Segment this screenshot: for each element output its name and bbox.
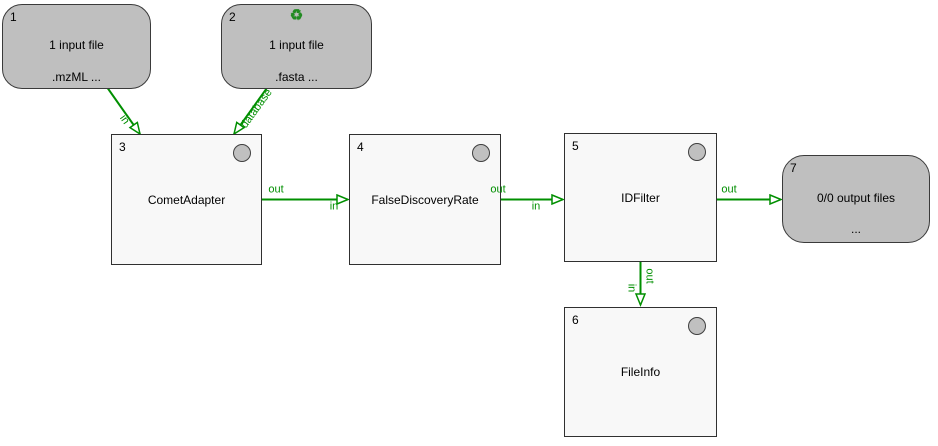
node-title: CometAdapter: [147, 192, 226, 207]
edge-label-in: in: [625, 283, 638, 293]
node-file-types: .mzML ...: [52, 70, 101, 84]
node-number: 4: [357, 140, 364, 154]
node-number: 3: [119, 140, 126, 154]
node-7-output-files[interactable]: 7 0/0 output files ...: [782, 155, 930, 243]
node-5-idfilter[interactable]: 5 IDFilter: [564, 133, 717, 262]
node-2-input-fasta[interactable]: 2 ♻ 1 input file .fasta ...: [221, 4, 372, 89]
status-circle-icon: [233, 144, 251, 162]
edge-label-out: out: [721, 183, 737, 196]
node-title: FalseDiscoveryRate: [371, 192, 479, 207]
node-number: 5: [572, 139, 579, 153]
node-file-types: ...: [850, 222, 861, 236]
node-number: 6: [572, 313, 579, 327]
node-title: FileInfo: [620, 365, 661, 379]
node-file-count: 1 input file: [49, 38, 104, 52]
status-circle-icon: [688, 143, 706, 161]
node-number: 1: [10, 10, 17, 24]
edge-label-out: out: [490, 183, 506, 196]
node-title: IDFilter: [621, 190, 660, 205]
node-6-fileinfo[interactable]: 6 FileInfo: [564, 307, 717, 437]
node-file-count: 1 input file: [269, 38, 324, 52]
status-circle-icon: [688, 317, 706, 335]
recycle-icon: ♻: [289, 7, 304, 24]
node-3-cometadapter[interactable]: 3 CometAdapter: [111, 134, 262, 265]
edge-label-in: in: [329, 200, 339, 213]
edge-label-out: out: [268, 183, 284, 196]
node-number: 7: [790, 161, 797, 175]
node-1-input-mzml[interactable]: 1 1 input file .mzML ...: [2, 4, 151, 89]
node-file-types: .fasta ...: [275, 70, 318, 84]
node-file-count: 0/0 output files: [816, 191, 896, 205]
status-circle-icon: [472, 144, 490, 162]
node-4-falsediscoveryrate[interactable]: 4 FalseDiscoveryRate: [349, 134, 501, 265]
edge-label-out: out: [643, 268, 656, 284]
edge-label-in: in: [531, 200, 541, 213]
node-number: 2: [229, 10, 236, 24]
